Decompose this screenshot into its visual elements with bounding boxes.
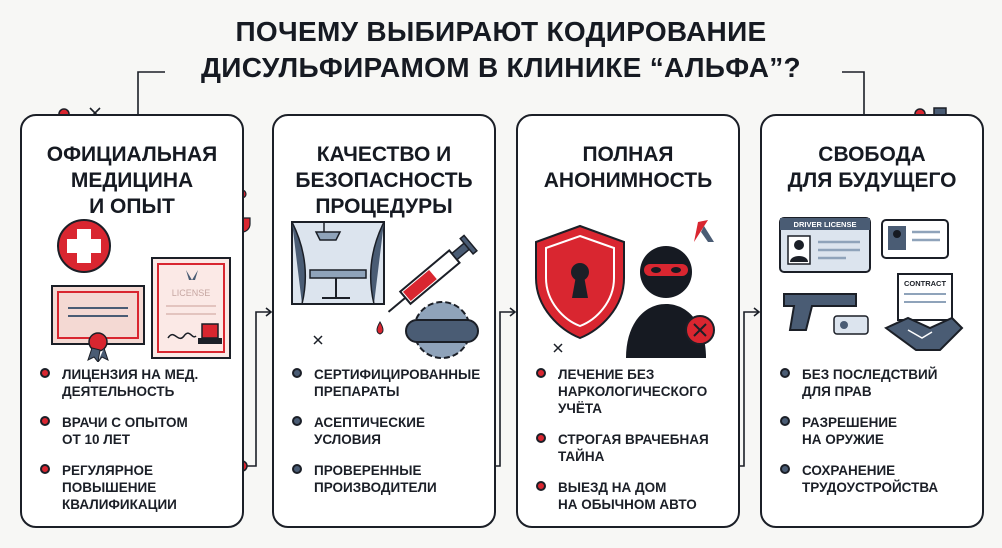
bullet-icon xyxy=(40,368,50,378)
bullet-icon xyxy=(292,416,302,426)
bullet-icon xyxy=(780,416,790,426)
bullet-icon xyxy=(780,464,790,474)
id-card-icon xyxy=(881,219,949,259)
certificate-icon xyxy=(51,285,145,362)
card-illustration: LICENSE xyxy=(51,219,231,362)
anonymous-person-icon xyxy=(626,246,715,358)
pill-capsule-icon xyxy=(405,301,479,359)
card-official-medicine: ОФИЦИАЛЬНАЯ МЕДИЦИНА И ОПЫТ LICENSE xyxy=(20,114,244,528)
page-title-line-1: ПОЧЕМУ ВЫБИРАЮТ КОДИРОВАНИЕ xyxy=(235,16,767,47)
pistol-icon xyxy=(783,293,869,335)
card-illustration: DRIVER LICENSE CONTRACT xyxy=(779,217,964,351)
benefit-list: ЛИЦЕНЗИЯ НА МЕД.ДЕЯТЕЛЬНОСТЬ ВРАЧИ С ОПЫ… xyxy=(40,366,240,527)
operating-room-icon xyxy=(291,221,385,305)
card-future-freedom: СВОБОДА ДЛЯ БУДУЩЕГО DRIVER LICENSE xyxy=(760,114,984,528)
bullet-icon xyxy=(780,368,790,378)
bullet-icon xyxy=(292,368,302,378)
list-item: ЛИЦЕНЗИЯ НА МЕД.ДЕЯТЕЛЬНОСТЬ xyxy=(40,366,240,400)
driver-license-icon: DRIVER LICENSE xyxy=(779,217,871,273)
bullet-icon xyxy=(536,433,546,443)
medical-cross-icon xyxy=(57,219,111,273)
contract-handshake-icon: CONTRACT xyxy=(884,273,964,351)
svg-text:LICENSE: LICENSE xyxy=(172,288,211,298)
syringe-icon xyxy=(376,234,478,335)
svg-text:CONTRACT: CONTRACT xyxy=(904,279,946,288)
alfa-logo-icon xyxy=(694,220,714,242)
svg-text:DRIVER LICENSE: DRIVER LICENSE xyxy=(794,220,857,229)
sparkle-icon xyxy=(553,343,563,353)
bullet-icon xyxy=(40,416,50,426)
card-quality-safety: КАЧЕСТВО И БЕЗОПАСНОСТЬ ПРОЦЕДУРЫ xyxy=(272,114,496,528)
card-illustration xyxy=(291,221,479,359)
card-title: ОФИЦИАЛЬНАЯ МЕДИЦИНА И ОПЫТ xyxy=(46,143,218,218)
card-title: СВОБОДА ДЛЯ БУДУЩЕГО xyxy=(787,143,957,192)
page-title-line-2: ДИСУЛЬФИРАМОМ В КЛИНИКЕ “АЛЬФА”? xyxy=(201,52,801,83)
license-document-icon: LICENSE xyxy=(151,257,231,359)
bullet-icon xyxy=(536,368,546,378)
bullet-icon xyxy=(40,464,50,474)
card-title: КАЧЕСТВО И БЕЗОПАСНОСТЬ ПРОЦЕДУРЫ xyxy=(295,143,473,218)
sparkle-icon xyxy=(313,335,323,345)
card-illustration xyxy=(535,220,715,358)
bullet-icon xyxy=(536,481,546,491)
bullet-icon xyxy=(292,464,302,474)
page-title: ПОЧЕМУ ВЫБИРАЮТ КОДИРОВАНИЕ ДИСУЛЬФИРАМО… xyxy=(0,14,1002,86)
card-title: ПОЛНАЯ АНОНИМНОСТЬ xyxy=(543,143,713,192)
shield-keyhole-icon xyxy=(535,224,625,340)
